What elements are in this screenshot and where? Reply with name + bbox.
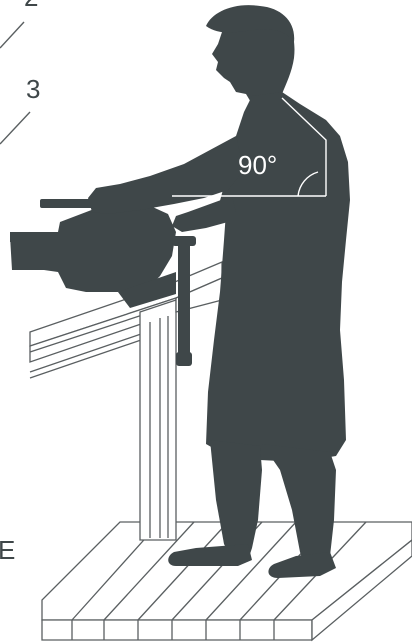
marker-number-3: 3 <box>26 74 40 104</box>
marker-number-2: 2 <box>24 0 38 12</box>
angle-label: 90° <box>238 150 277 180</box>
marker-letter-e: E <box>0 535 15 565</box>
workbench <box>30 262 222 540</box>
